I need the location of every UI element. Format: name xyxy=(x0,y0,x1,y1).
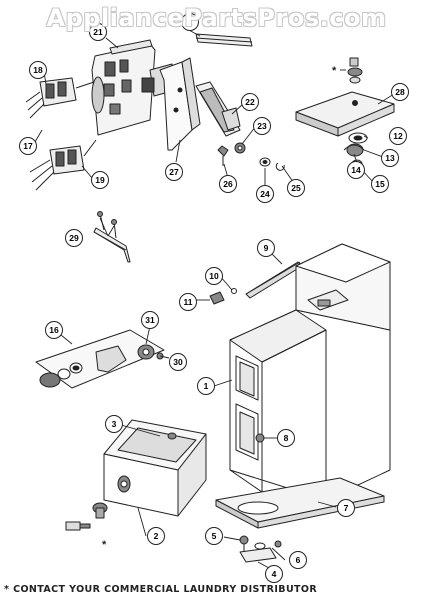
coin-box-2 xyxy=(103,419,207,517)
callout-14: 14 xyxy=(347,161,365,179)
svg-text:14: 14 xyxy=(351,165,361,175)
svg-text:1: 1 xyxy=(204,381,209,391)
svg-text:1: 1 xyxy=(188,17,193,27)
rod-9 xyxy=(209,261,303,305)
callouts: 21 1 18 17 19 22 23 27 26 24 25 28 12 13… xyxy=(19,13,409,583)
timer-shaft xyxy=(195,33,253,47)
callout-26: 26 xyxy=(219,175,237,193)
svg-text:15: 15 xyxy=(375,179,385,189)
callout-25: 25 xyxy=(287,179,305,197)
bracket-29 xyxy=(93,211,131,263)
callout-12: 12 xyxy=(389,127,407,145)
callout-19: 19 xyxy=(91,171,109,189)
switch-18 xyxy=(25,77,95,119)
callout-8: 8 xyxy=(277,429,295,447)
callout-5: 5 xyxy=(205,527,223,545)
svg-text:26: 26 xyxy=(223,179,233,189)
callout-13: 13 xyxy=(381,149,399,167)
lock-bracket-16 xyxy=(35,329,165,389)
callout-28: 28 xyxy=(391,83,409,101)
callout-16: 16 xyxy=(45,321,63,339)
callout-1-top: 1 xyxy=(181,13,199,31)
callout-30: 30 xyxy=(169,353,187,371)
callout-10: 10 xyxy=(205,267,223,285)
callout-11: 11 xyxy=(179,293,197,311)
svg-text:18: 18 xyxy=(33,65,43,75)
svg-text:12: 12 xyxy=(393,131,403,141)
svg-text:24: 24 xyxy=(260,189,270,199)
svg-text:13: 13 xyxy=(385,153,395,163)
svg-text:9: 9 xyxy=(264,243,269,253)
svg-text:23: 23 xyxy=(257,121,267,131)
cabinet-1 xyxy=(229,243,391,501)
callout-24: 24 xyxy=(256,185,274,203)
callout-17: 17 xyxy=(19,137,37,155)
svg-text:6: 6 xyxy=(296,555,301,565)
callout-15: 15 xyxy=(371,175,389,193)
svg-text:25: 25 xyxy=(291,183,301,193)
bottom-plate-7 xyxy=(215,477,385,529)
callout-21: 21 xyxy=(89,23,107,41)
svg-text:29: 29 xyxy=(69,233,79,243)
svg-text:11: 11 xyxy=(184,297,193,307)
svg-text:8: 8 xyxy=(284,433,289,443)
callout-6: 6 xyxy=(289,551,307,569)
key-lock-part xyxy=(65,502,108,531)
svg-text:10: 10 xyxy=(209,271,219,281)
callout-31: 31 xyxy=(141,311,159,329)
callout-4: 4 xyxy=(265,565,283,583)
svg-text:3: 3 xyxy=(112,419,117,429)
callout-9: 9 xyxy=(257,239,275,257)
svg-text:22: 22 xyxy=(245,97,255,107)
callout-23: 23 xyxy=(253,117,271,135)
svg-text:5: 5 xyxy=(212,531,217,541)
footnote: * CONTACT YOUR COMMERCIAL LAUNDRY DISTRI… xyxy=(4,584,318,595)
switch-19 xyxy=(29,139,97,191)
svg-text:27: 27 xyxy=(169,167,179,177)
asterisk-lid-lock: * xyxy=(332,65,337,77)
lid-28 xyxy=(295,91,395,137)
svg-text:7: 7 xyxy=(344,503,349,513)
svg-text:17: 17 xyxy=(23,141,33,151)
svg-text:28: 28 xyxy=(395,87,405,97)
callout-3: 3 xyxy=(105,415,123,433)
svg-text:31: 31 xyxy=(145,315,155,325)
callout-29: 29 xyxy=(65,229,83,247)
svg-text:4: 4 xyxy=(272,569,277,579)
timer-assembly xyxy=(91,39,177,136)
callout-2: 2 xyxy=(147,527,165,545)
small-hardware-22-26 xyxy=(217,107,285,171)
svg-text:30: 30 xyxy=(173,357,183,367)
svg-text:2: 2 xyxy=(154,531,159,541)
callout-22: 22 xyxy=(241,93,259,111)
mounting-bracket xyxy=(159,57,241,151)
svg-text:19: 19 xyxy=(95,175,105,185)
svg-text:16: 16 xyxy=(49,325,59,335)
callout-7: 7 xyxy=(337,499,355,517)
asterisk-key: * xyxy=(102,539,107,551)
callout-1: 1 xyxy=(197,377,215,395)
svg-text:21: 21 xyxy=(93,27,103,37)
callout-18: 18 xyxy=(29,61,47,79)
asterisk-markers: * * xyxy=(102,65,337,551)
callout-27: 27 xyxy=(165,163,183,181)
hardware-4-6 xyxy=(239,535,282,563)
